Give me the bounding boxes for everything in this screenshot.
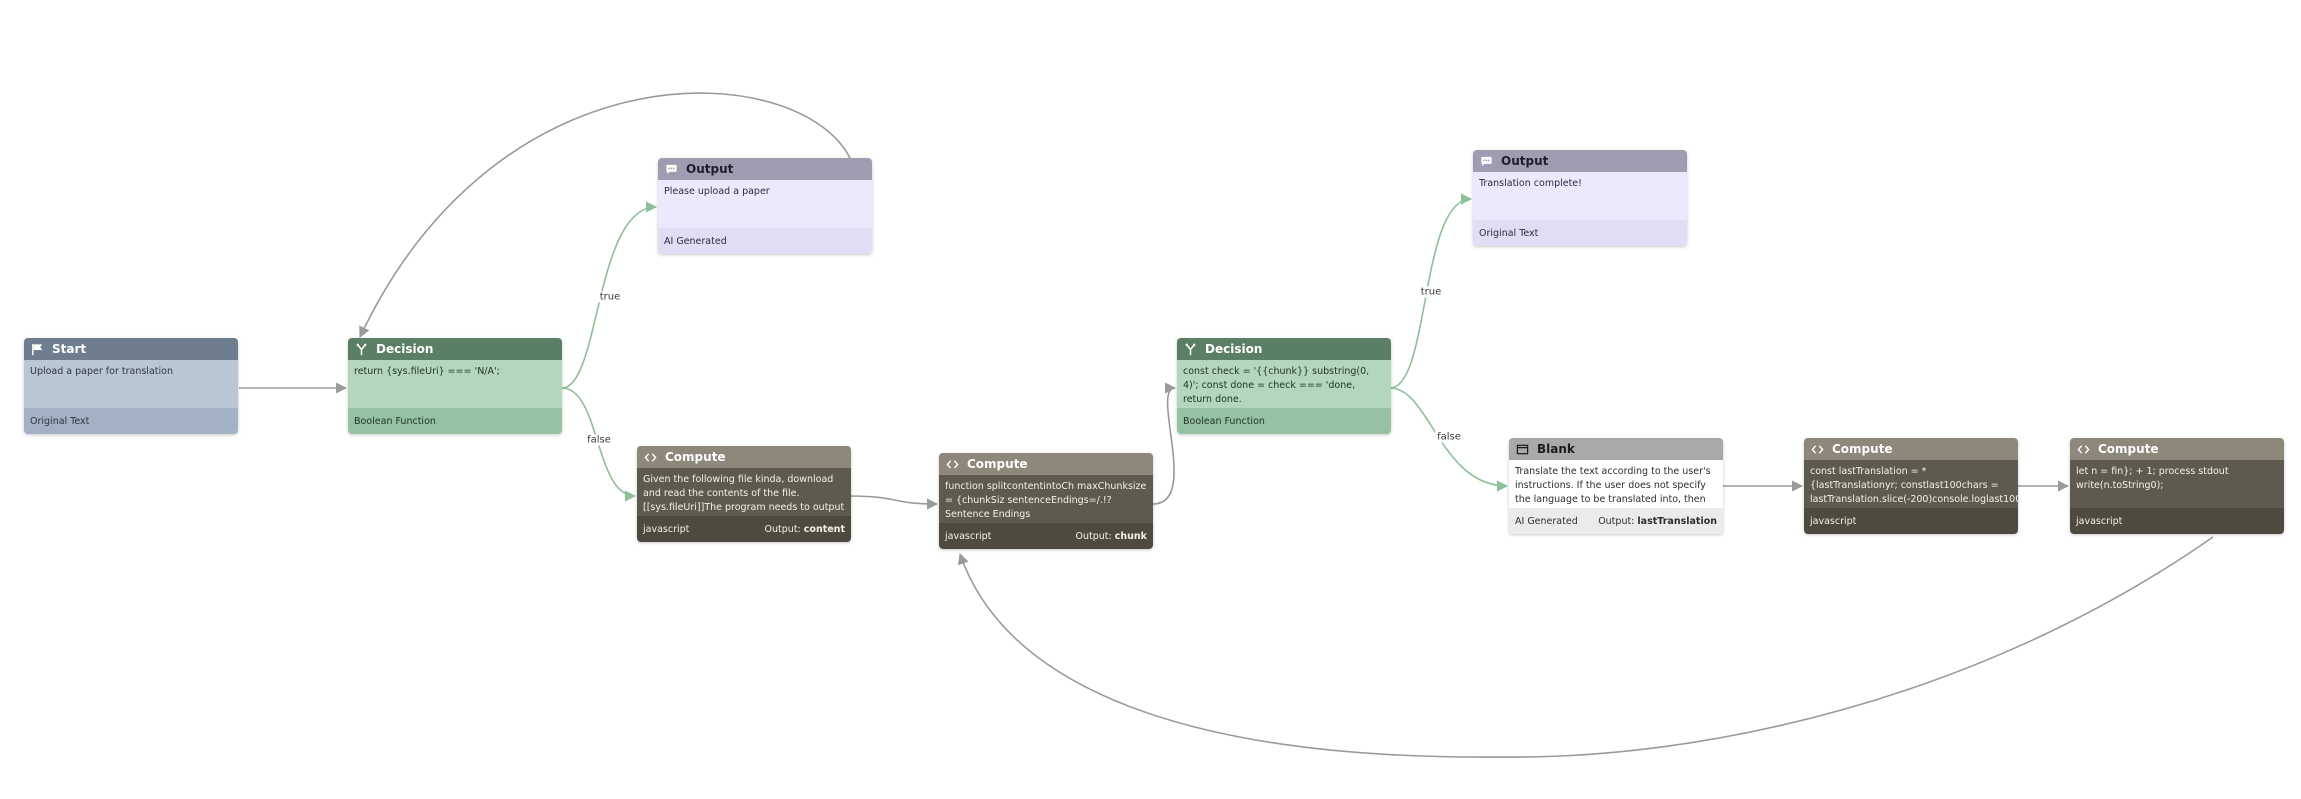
code-icon	[643, 450, 657, 464]
node-mode-label: Boolean Function	[354, 415, 436, 427]
node-title: Compute	[967, 457, 1028, 471]
code-icon	[945, 457, 959, 471]
node-header: Output	[658, 158, 872, 180]
node-output-var: Output: content	[764, 523, 845, 535]
edge-compute2-to-decision2[interactable]	[1152, 382, 1177, 505]
node-header: Decision	[348, 338, 562, 360]
start-node[interactable]: Start Upload a paper for translation Ori…	[24, 338, 238, 434]
node-code: const lastTranslation = *{lastTranslatio…	[1804, 460, 2018, 508]
node-header: Compute	[2070, 438, 2284, 460]
node-footer: AI Generated	[658, 228, 872, 254]
node-title: Compute	[1832, 442, 1893, 456]
node-title: Output	[1501, 154, 1549, 168]
node-title: Compute	[2098, 442, 2159, 456]
node-footer: Boolean Function	[1177, 408, 1391, 434]
node-footer: Boolean Function	[348, 408, 562, 434]
node-prompt: Translate the text according to the user…	[1509, 460, 1723, 508]
node-header: Decision	[1177, 338, 1391, 360]
branch-icon	[1183, 342, 1197, 356]
node-mode-label: Original Text	[1479, 227, 1539, 239]
node-mode-label: Boolean Function	[1183, 415, 1265, 427]
node-footer: Original Text	[24, 408, 238, 434]
node-code: return {sys.fileUri} === 'N/A';	[348, 360, 562, 408]
node-description: Upload a paper for translation	[24, 360, 238, 408]
node-message: Please upload a paper	[658, 180, 872, 228]
node-language-label: javascript	[2076, 515, 2123, 527]
node-title: Start	[52, 342, 87, 356]
decision-node-file-check[interactable]: Decision return {sys.fileUri} === 'N/A';…	[348, 338, 562, 434]
node-mode-label: AI Generated	[664, 235, 727, 247]
node-code: function splitcontentintoCh maxChunksize…	[939, 475, 1153, 523]
node-header: Blank	[1509, 438, 1723, 460]
node-code: Given the following file kinda, download…	[637, 468, 851, 516]
code-icon	[1810, 442, 1824, 456]
node-header: Output	[1473, 150, 1687, 172]
node-header: Compute	[939, 453, 1153, 475]
node-footer: javascript Output: chunk	[939, 523, 1153, 549]
node-title: Output	[686, 162, 734, 176]
chat-icon	[664, 162, 678, 176]
node-code: const check = '{{chunk}} substring(0, 4)…	[1177, 360, 1391, 408]
blank-node-translate[interactable]: Blank Translate the text according to th…	[1509, 438, 1723, 534]
node-title: Decision	[1205, 342, 1263, 356]
node-language-label: javascript	[1810, 515, 1857, 527]
compute-node-split-chunks[interactable]: Compute function splitcontentintoCh maxC…	[939, 453, 1153, 549]
edge-label-decision1-true: true	[597, 291, 623, 303]
compute-node-read-file[interactable]: Compute Given the following file kinda, …	[637, 446, 851, 542]
window-icon	[1515, 442, 1529, 456]
node-footer: javascript	[2070, 508, 2284, 534]
edge-label-decision2-false: false	[1435, 431, 1463, 443]
edge-compute1-to-compute2[interactable]	[848, 495, 939, 510]
node-mode-label: AI Generated	[1515, 515, 1578, 527]
branch-icon	[354, 342, 368, 356]
code-icon	[2076, 442, 2090, 456]
node-title: Blank	[1537, 442, 1575, 456]
chat-icon	[1479, 154, 1493, 168]
node-language-label: javascript	[945, 530, 992, 542]
edge-label-decision2-true: true	[1418, 286, 1444, 298]
node-output-var: Output: chunk	[1075, 530, 1147, 542]
node-message: Translation complete!	[1473, 172, 1687, 220]
output-node-upload-prompt[interactable]: Output Please upload a paper AI Generate…	[658, 158, 872, 254]
node-footer: javascript	[1804, 508, 2018, 534]
compute-node-increment[interactable]: Compute let n = fin}; + 1; process stdou…	[2070, 438, 2284, 534]
node-footer: Original Text	[1473, 220, 1687, 246]
node-language-label: javascript	[643, 523, 690, 535]
node-header: Compute	[1804, 438, 2018, 460]
compute-node-last-translation[interactable]: Compute const lastTranslation = *{lastTr…	[1804, 438, 2018, 534]
node-title: Decision	[376, 342, 434, 356]
node-header: Start	[24, 338, 238, 360]
decision-node-done-check[interactable]: Decision const check = '{{chunk}} substr…	[1177, 338, 1391, 434]
flag-icon	[30, 342, 44, 356]
node-header: Compute	[637, 446, 851, 468]
node-footer: AI Generated Output: lastTranslation	[1509, 508, 1723, 534]
node-footer: javascript Output: content	[637, 516, 851, 542]
output-node-translation-complete[interactable]: Output Translation complete! Original Te…	[1473, 150, 1687, 246]
edge-label-decision1-false: false	[585, 434, 613, 446]
node-title: Compute	[665, 450, 726, 464]
node-mode-label: Original Text	[30, 415, 90, 427]
edge-output1-to-decision1[interactable]	[359, 92, 851, 339]
edge-compute4-loop-to-compute2[interactable]	[958, 536, 2214, 758]
node-output-var: Output: lastTranslation	[1598, 515, 1717, 527]
node-code: let n = fin}; + 1; process stdout write(…	[2070, 460, 2284, 508]
